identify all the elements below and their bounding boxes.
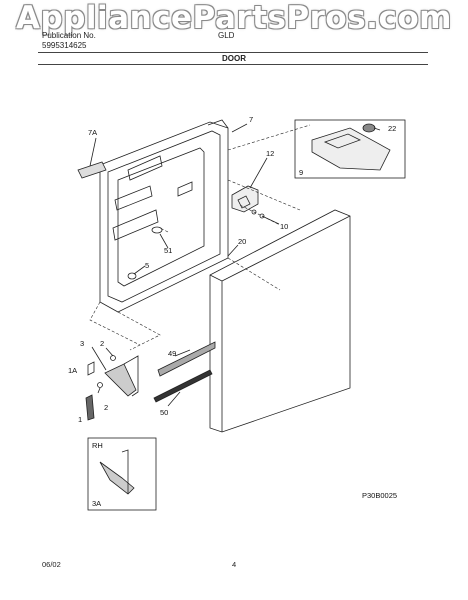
callout-22: 22 [388,124,396,133]
publication-number: 5995314625 [42,41,87,50]
outer-door-panel [209,209,351,433]
panel-cutout [177,181,193,197]
diagram-code: P30B0025 [362,491,397,500]
inset-rh-hinge [87,437,157,511]
callout-7A: 7A [88,128,97,137]
watermark-text: AppliancePartsPros.com [16,0,452,36]
screw-part-10b [259,213,265,219]
footer-date: 06/02 [42,560,61,569]
callout-5: 5 [145,261,149,270]
screw-2a [110,355,116,361]
trim-strip-49 [157,341,216,377]
dispenser-cap-22 [362,123,376,133]
inner-door-panel [99,121,229,313]
callout-50: 50 [160,408,168,417]
callout-9: 9 [299,168,303,177]
clip-part-51 [151,226,163,234]
dispenser-assembly [311,127,391,171]
part-7A [77,161,107,179]
section-title: DOOR [222,54,246,63]
inset-dispenser-box [294,119,406,179]
latch-assembly [231,185,259,213]
header-rule [38,52,428,53]
spring-1 [85,394,95,421]
callout-20: 20 [238,237,246,246]
callout-RH: RH [92,441,103,450]
bushing-1A [87,361,95,376]
title-rule [38,64,428,65]
callout-51: 51 [164,246,172,255]
screw-part-10a [251,209,257,215]
hinge-arm-3 [104,363,137,397]
callout-1: 1 [78,415,82,424]
washer-part-5 [127,272,137,280]
callout-3: 3 [80,339,84,348]
callout-12: 12 [266,149,274,158]
callout-2-upper: 2 [100,339,104,348]
trim-strip-50 [153,369,213,403]
callout-10: 10 [280,222,288,231]
vent-slot [114,185,153,211]
rh-hinge-arm [99,461,135,495]
panel-recess [112,209,159,241]
callout-1A: 1A [68,366,77,375]
callout-49: 49 [168,349,176,358]
screw-2b [97,382,103,388]
callout-2-lower: 2 [104,403,108,412]
callout-7: 7 [249,115,253,124]
publication-label: Publication No. [42,31,96,40]
detergent-opening [127,155,163,181]
callout-3A: 3A [92,499,101,508]
model-label: GLD [218,31,235,40]
footer-page-number: 4 [232,560,237,569]
